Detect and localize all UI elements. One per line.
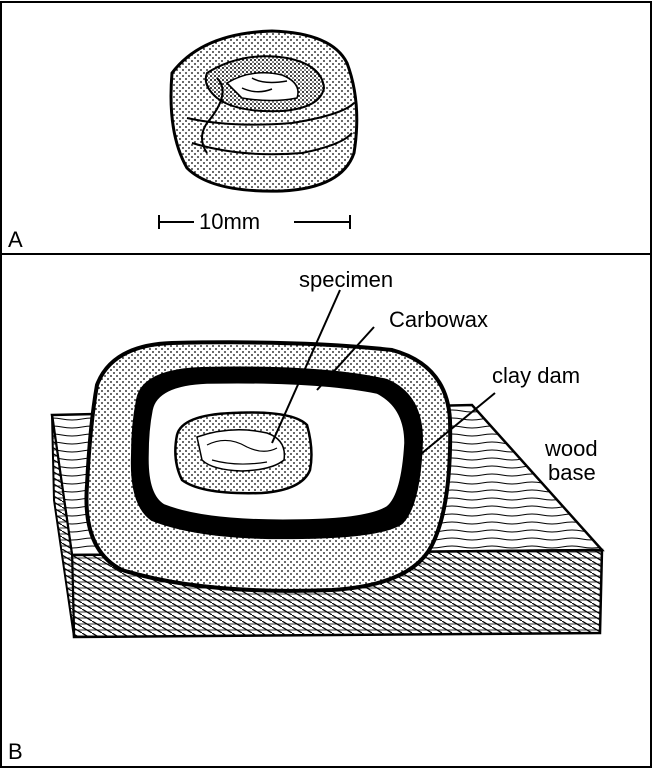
scale-bar-label: 10mm (199, 211, 260, 233)
label-clay-dam: clay dam (492, 365, 580, 387)
panel-b: specimen Carbowax clay dam wood base B (0, 253, 652, 768)
panel-a: 10mm A (0, 1, 652, 256)
panel-a-letter: A (8, 229, 23, 251)
label-wood: wood (545, 438, 598, 460)
specimen-illustration-a (2, 3, 653, 258)
label-base: base (548, 462, 596, 484)
panel-b-letter: B (8, 741, 23, 763)
label-carbowax: Carbowax (389, 309, 488, 331)
embedding-setup-illustration (2, 255, 653, 770)
label-specimen: specimen (299, 269, 393, 291)
